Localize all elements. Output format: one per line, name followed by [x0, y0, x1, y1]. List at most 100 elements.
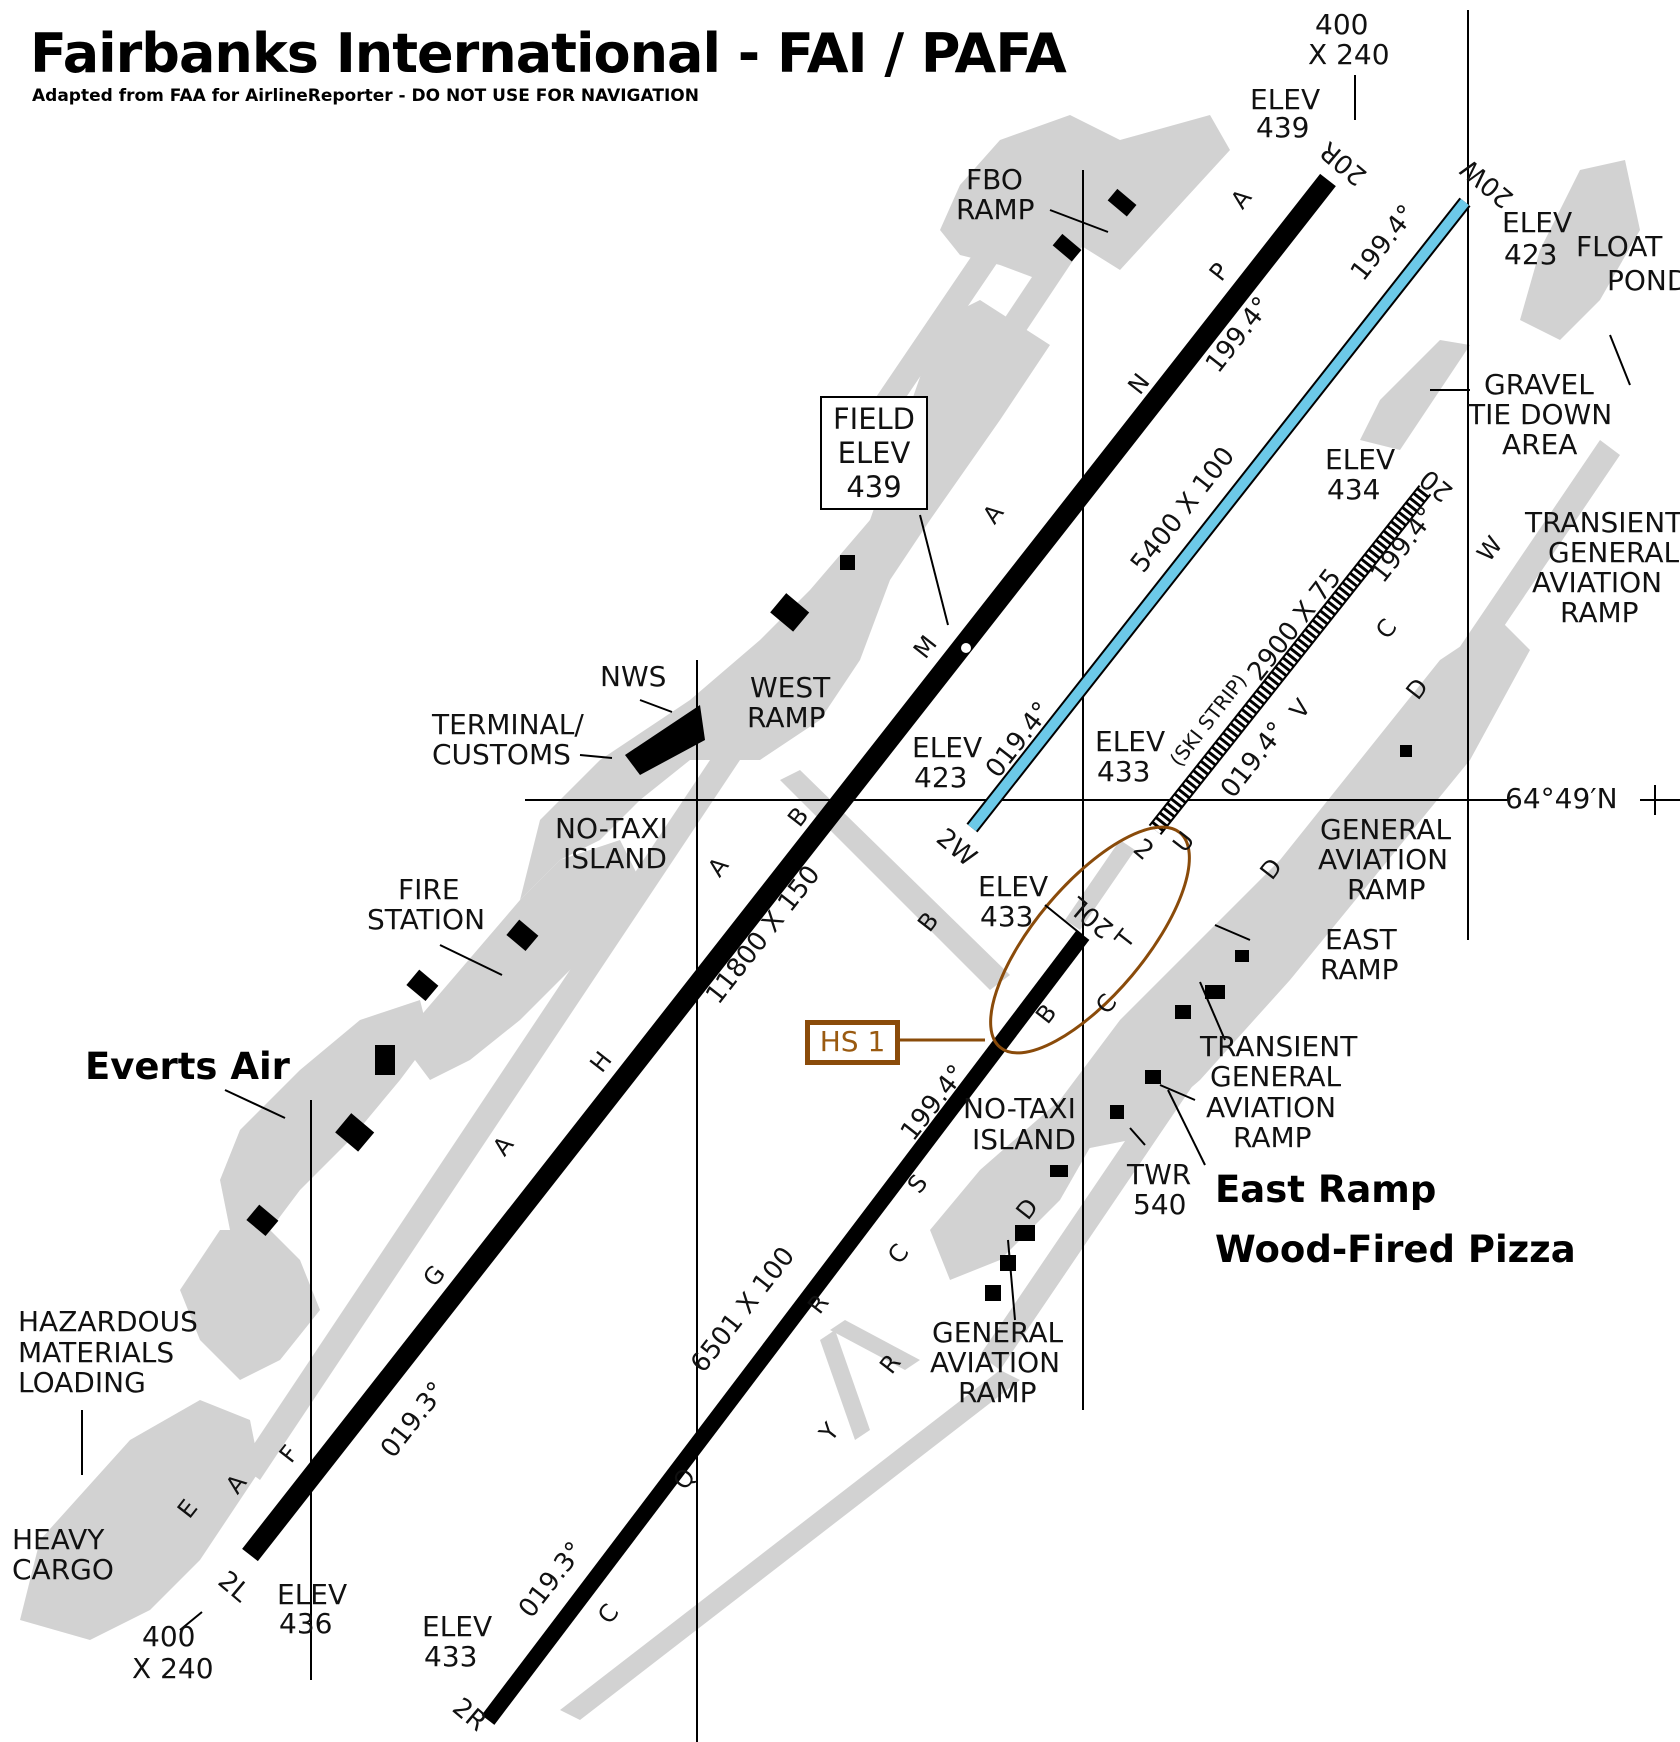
gravel-tie-down [1360, 340, 1470, 450]
elev-2w-line2: 423 [914, 761, 968, 794]
field-elev-line2: ELEV [837, 436, 911, 470]
elev-20w-line1: ELEV [1502, 206, 1573, 239]
nws-label: NWS [600, 660, 667, 693]
no-taxi-w-line1: NO-TAXI [555, 812, 668, 845]
elev-20ski-line2: 434 [1327, 473, 1381, 506]
gravel-line1: GRAVEL [1484, 368, 1594, 401]
fire-station-line2: STATION [367, 903, 486, 936]
float-pond-line2: POND [1607, 264, 1680, 297]
fire-station-line1: FIRE [398, 873, 460, 906]
elev-20l-line1: ELEV [978, 870, 1049, 903]
map-subtitle: Adapted from FAA for AirlineReporter - D… [32, 86, 699, 106]
fbo-building-2 [1107, 188, 1137, 217]
buildings [246, 188, 1412, 1301]
transient-e-line3: AVIATION [1206, 1091, 1337, 1124]
elev-2r-line2: 433 [424, 1640, 478, 1673]
ga-ramp-south [930, 1100, 1100, 1280]
taxiway-c-sw [560, 1370, 1020, 1720]
elev-20r-line1: ELEV [1250, 83, 1321, 116]
dims-20r-line2: X 240 [1308, 38, 1390, 71]
taxiway-e [180, 1415, 260, 1485]
east-building-3 [1205, 985, 1225, 999]
terminal-building [625, 705, 705, 775]
taxiway-r [830, 1320, 920, 1370]
transient-ne-line2: GENERAL [1548, 536, 1680, 569]
heavy-cargo-line2: CARGO [12, 1553, 114, 1586]
elev-20ski-line1: ELEV [1325, 443, 1396, 476]
terminal-line2: CUSTOMS [432, 738, 571, 771]
transient-ne-line1: TRANSIENT [1525, 506, 1680, 539]
float-pond-line1: FLOAT [1576, 230, 1663, 263]
airport-reference-point [961, 643, 971, 653]
heavy-cargo [20, 1400, 260, 1640]
terminal-line1: TERMINAL/ [432, 708, 584, 741]
sw-building [246, 1204, 279, 1237]
field-elev-box: FIELD ELEV 439 [820, 396, 928, 510]
no-taxi-e-line2: ISLAND [972, 1123, 1076, 1156]
fbo-ramp-line2: RAMP [956, 193, 1035, 226]
leader-arrows [81, 75, 1631, 1631]
elev-2w-line1: ELEV [912, 731, 983, 764]
elev-2l-line2: 436 [279, 1607, 333, 1640]
west-apron-mid [400, 840, 640, 1080]
gravel-line3: AREA [1502, 428, 1578, 461]
heavy-cargo-line1: HEAVY [12, 1523, 105, 1556]
twr-line2: 540 [1133, 1188, 1187, 1221]
waterway-fill [968, 198, 1469, 832]
pizza-callout-line1: East Ramp [1215, 1168, 1437, 1211]
paved-areas [20, 115, 1640, 1720]
hotspot-ellipse [989, 825, 1191, 1055]
fbo-building-1 [1052, 233, 1082, 262]
everts-air-callout: Everts Air [85, 1045, 290, 1088]
runway-2r-20l [481, 930, 1090, 1725]
transient-ne-line4: RAMP [1560, 596, 1639, 629]
east-building-5 [1400, 745, 1412, 757]
everts-ramp [220, 1000, 430, 1230]
hazmat-line2: MATERIALS [18, 1336, 175, 1369]
dims-2l-line2: X 240 [132, 1652, 214, 1685]
ga-south-line3: RAMP [958, 1376, 1037, 1409]
east-ramp-line1: EAST [1325, 923, 1397, 956]
field-elev-line1: FIELD [832, 402, 916, 436]
elev-2r-line1: ELEV [422, 1610, 493, 1643]
elev-2ski-line1: ELEV [1095, 725, 1166, 758]
sw-apron [180, 1230, 320, 1380]
runway-2l-20r [242, 173, 1336, 1562]
float-pond-area [1520, 160, 1640, 340]
taxiway-y [820, 1330, 870, 1440]
elev-20r-line2: 439 [1256, 111, 1310, 144]
west-building-1 [770, 593, 810, 632]
lat-lon-grid [310, 10, 1680, 1742]
hotspot-box: HS 1 [805, 1020, 900, 1065]
field-elev-line3: 439 [846, 470, 902, 504]
elev-20w-line2: 423 [1504, 238, 1558, 271]
east-ramp-line2: RAMP [1320, 953, 1399, 986]
hazmat-line3: LOADING [18, 1366, 146, 1399]
hazmat-line1: HAZARDOUS [18, 1305, 198, 1338]
ga-east-line2: AVIATION [1318, 843, 1449, 876]
no-taxi-e-line1: NO-TAXI [963, 1092, 1076, 1125]
taxiway-a [240, 145, 1140, 1480]
dims-20r-line1: 400 [1315, 8, 1369, 41]
ga-building-4 [1050, 1165, 1068, 1177]
ga-east-line3: RAMP [1347, 873, 1426, 906]
ga-south-line1: GENERAL [932, 1316, 1064, 1349]
ga-building-2 [1000, 1255, 1016, 1271]
dims-2l-line1: 400 [142, 1620, 196, 1653]
ga-building-1 [985, 1285, 1001, 1301]
fbo-ramp-line1: FBO [966, 163, 1023, 196]
map-title: Fairbanks International - FAI / PAFA [30, 22, 1067, 85]
everts-building-3 [335, 1113, 375, 1152]
transient-e-line2: GENERAL [1210, 1060, 1342, 1093]
fire-station [506, 919, 539, 952]
elev-20l-line2: 433 [980, 900, 1034, 933]
west-ramp-line2: RAMP [747, 701, 826, 734]
east-building-1 [1145, 1070, 1161, 1084]
elev-2l-line1: ELEV [277, 1578, 348, 1611]
ski-strip-fill [1150, 486, 1430, 834]
west-ramp-line1: WEST [750, 671, 831, 704]
east-building-4 [1235, 950, 1249, 962]
elev-2ski-line2: 433 [1097, 755, 1151, 788]
tower [1110, 1105, 1124, 1119]
